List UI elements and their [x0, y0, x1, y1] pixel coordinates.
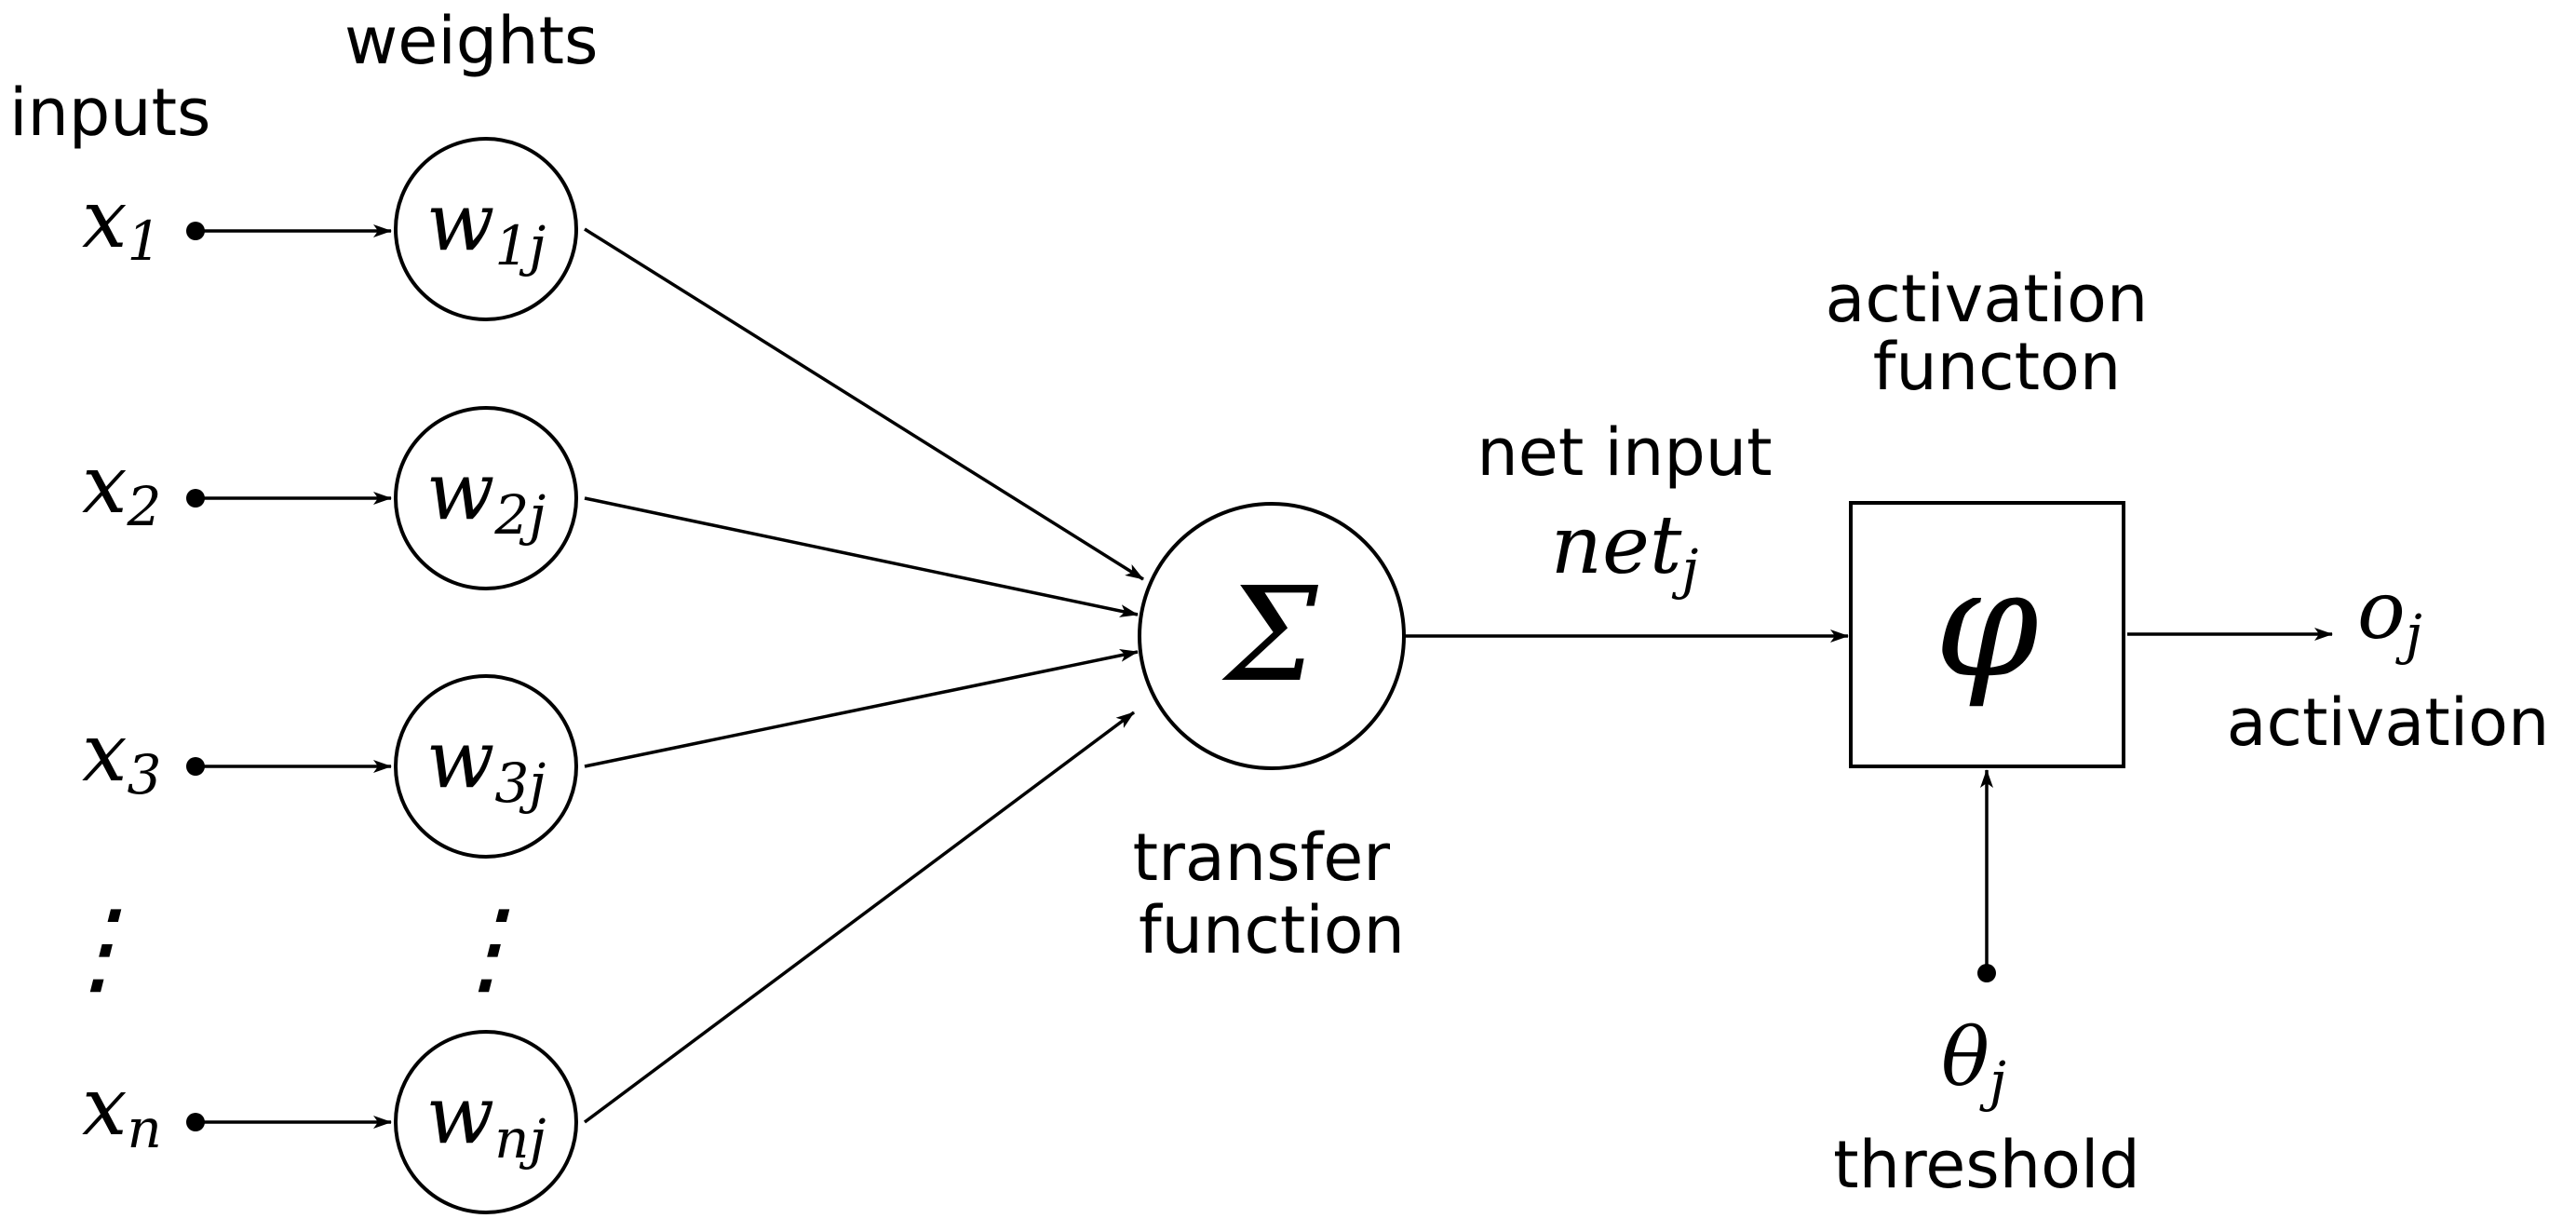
weight-n-circle	[394, 1030, 578, 1214]
input-2-label: x2	[82, 439, 161, 538]
input-n-label: xn	[82, 1061, 162, 1160]
weight-n-to-sum-arrow	[583, 711, 1136, 1124]
input-1-label: x1	[82, 173, 161, 273]
weights-ellipsis: ⋮	[435, 887, 537, 1007]
activation-label: activation	[2227, 684, 2550, 761]
phi-symbol: φ	[1935, 536, 2039, 711]
weight-n-label: wnj	[426, 1069, 546, 1171]
inputs-label: inputs	[9, 74, 211, 151]
weight-3-circle	[394, 674, 578, 859]
weight-1-circle	[394, 137, 578, 321]
weight-2-label: w2j	[426, 445, 546, 547]
input-row-3: x3 w3j	[82, 674, 578, 859]
theta-variable: θj	[1941, 1011, 2006, 1113]
weight-1-to-sum-arrow	[584, 227, 1144, 581]
weight-2-to-sum-arrow	[584, 496, 1139, 617]
threshold-label: threshold	[1833, 1127, 2140, 1203]
output-variable: oj	[2357, 564, 2422, 666]
input-3-label: x3	[82, 707, 161, 806]
sum-symbol: Σ	[1221, 560, 1319, 711]
net-variable: netj	[1551, 499, 1699, 601]
input-row-2: x2 w2j	[82, 406, 578, 590]
net-input-label: net input	[1477, 414, 1772, 491]
input-row-n: xn wnj	[82, 1030, 578, 1214]
input-row-1: x1 w1j	[82, 137, 578, 321]
weights-label: weights	[344, 3, 598, 79]
weight-2-circle	[394, 406, 578, 590]
transfer-function-label: transfer function	[1133, 819, 1411, 968]
activation-box	[1849, 501, 2125, 768]
weight-1-label: w1j	[426, 176, 546, 278]
activation-function-label: activation functon	[1826, 261, 2169, 405]
weight-3-label: w3j	[426, 713, 546, 815]
inputs-ellipsis: ⋮	[47, 887, 149, 1007]
weight-3-to-sum-arrow	[584, 648, 1139, 768]
